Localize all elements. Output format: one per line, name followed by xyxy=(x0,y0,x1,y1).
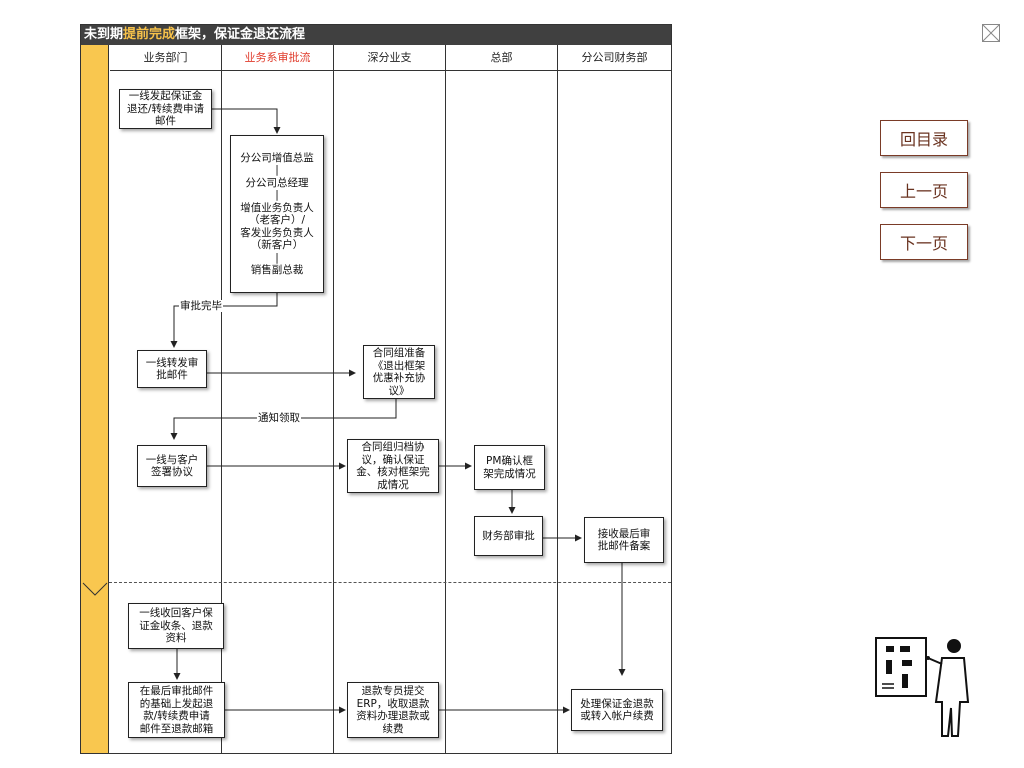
title-highlight: 提前完成 xyxy=(123,27,176,42)
box-prepare-agreement: 合同组准备 《退出框架 优惠补充协 议》 xyxy=(363,345,435,399)
box-receive-archive: 接收最后审 批邮件备案 xyxy=(584,517,664,563)
next-page-button[interactable]: 下一页 xyxy=(880,224,968,260)
box-pm-confirm: PM确认框 架完成情况 xyxy=(474,445,545,490)
flowchart-title: 未到期提前完成框架，保证金退还流程 xyxy=(81,25,671,45)
box-refund-request: 在最后审批邮件 的基础上发起退 款/转续费申请 邮件至退款邮箱 xyxy=(128,682,225,738)
box-forward-approval: 一线转发审 批邮件 xyxy=(137,350,207,388)
lane-header-approval: 业务系审批流 xyxy=(222,45,333,71)
lane-header-finance: 分公司财务部 xyxy=(558,45,671,71)
title-suffix: 框架，保证金退还流程 xyxy=(175,27,306,42)
box-finance-approval: 财务部审批 xyxy=(474,516,543,556)
lane-header-hq: 总部 xyxy=(446,45,557,71)
lane-header-business: 业务部门 xyxy=(110,45,221,71)
box-approval-chain: 分公司增值总监 | 分公司总经理 | 增值业务负责人 （老客户）/ 客发业务负责… xyxy=(230,135,324,293)
presenter-chart-icon xyxy=(875,637,970,737)
close-icon[interactable] xyxy=(982,24,1000,42)
title-prefix: 未到期 xyxy=(84,27,124,42)
lane-header-shenzhen-branch: 深分业支 xyxy=(334,45,445,71)
lane-divider xyxy=(445,45,446,753)
box-sign-agreement: 一线与客户 签署协议 xyxy=(137,445,207,487)
label-approved: 审批完毕 xyxy=(179,300,223,312)
side-stripe xyxy=(81,45,109,753)
box-archive-confirm: 合同组归档协 议，确认保证 金、核对框架完 成情况 xyxy=(347,439,439,493)
lane-divider xyxy=(221,45,222,753)
flowchart: 未到期提前完成框架，保证金退还流程 业务部门 业务系审批流 深分业支 总部 分公… xyxy=(80,24,672,754)
box-process-refund: 处理保证金退款 或转入帐户续费 xyxy=(571,689,663,731)
box-collect-receipt: 一线收回客户保 证金收条、退款 资料 xyxy=(128,603,224,649)
label-notify: 通知领取 xyxy=(257,412,301,424)
prev-page-button[interactable]: 上一页 xyxy=(880,172,968,208)
box-erp-submit: 退款专员提交 ERP，收取退款 资料办理退款或 续费 xyxy=(347,682,439,738)
toc-button[interactable]: 回目录 xyxy=(880,120,968,156)
lane-divider xyxy=(333,45,334,753)
box-initiate-request: 一线发起保证金 退还/转续费申请 邮件 xyxy=(119,89,212,129)
lane-divider xyxy=(557,45,558,753)
phase-divider xyxy=(109,582,671,583)
